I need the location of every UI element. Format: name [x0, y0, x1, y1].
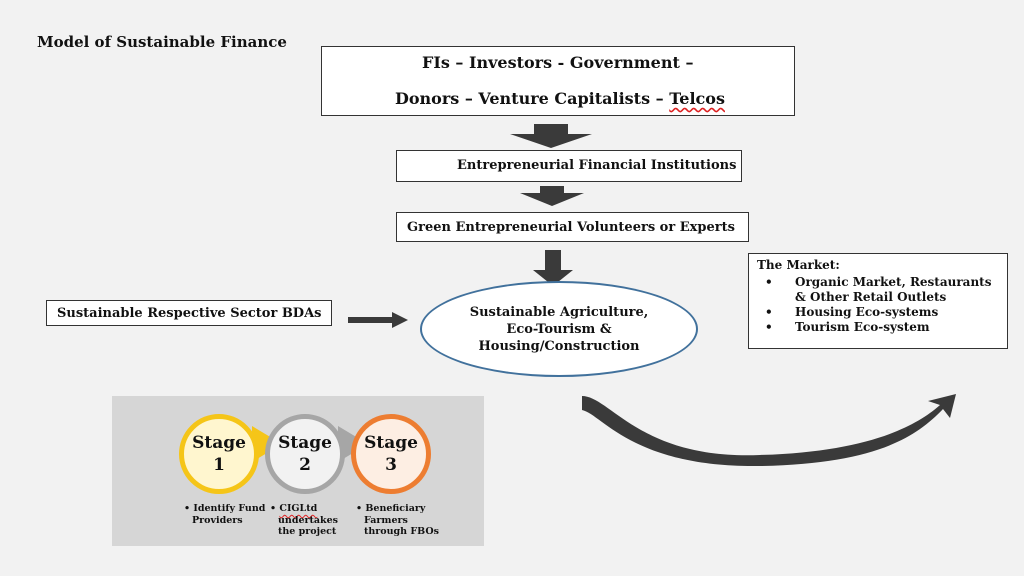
stage-2-note: • CIGLtd undertakes the project	[270, 503, 338, 538]
stage-1-label: Stage	[192, 433, 246, 453]
stage-1-circle: Stage 1	[179, 414, 259, 494]
page-title: Model of Sustainable Finance	[37, 33, 287, 51]
stage-3-note: • Beneficiary Farmers through FBOs	[356, 503, 439, 538]
bda-box: Sustainable Respective Sector BDAs	[46, 300, 332, 326]
stage-2-circle: Stage 2	[265, 414, 345, 494]
sectors-ellipse: Sustainable Agriculture, Eco-Tourism & H…	[420, 281, 698, 377]
stage-1-note-a: • Identify Fund	[184, 503, 266, 514]
volunteers-label: Green Entrepreneurial Volunteers or Expe…	[407, 220, 735, 235]
sectors-line-2: Eco-Tourism &	[506, 321, 612, 337]
stage-3-note-a: • Beneficiary	[356, 503, 426, 514]
stage-1-note-b: Providers	[192, 514, 243, 526]
market-box: The Market: Organic Market, Restaurants …	[748, 253, 1008, 349]
sectors-line-3: Housing/Construction	[478, 338, 640, 354]
stage-3-circle: Stage 3	[351, 414, 431, 494]
stage-3-number: 3	[385, 455, 397, 475]
market-list: Organic Market, Restaurants & Other Reta…	[757, 275, 999, 335]
stage-2-note-a: • CIGLtd	[270, 503, 318, 514]
funders-line-2: Donors – Venture Capitalists – Telcos	[395, 89, 725, 108]
efi-label: Entrepreneurial Financial Institutions	[457, 158, 737, 173]
stage-2-note-b: undertakes	[278, 514, 339, 526]
down-arrow-2	[520, 186, 584, 206]
stage-2-number: 2	[299, 455, 311, 475]
funders-line-2-text: Donors – Venture Capitalists –	[395, 89, 670, 108]
curved-market-arrow	[582, 394, 956, 467]
market-heading: The Market:	[757, 258, 840, 272]
efi-box: Entrepreneurial Financial Institutions	[396, 150, 742, 182]
stage-1-number: 1	[213, 455, 225, 475]
stage-1-note: • Identify Fund Providers	[184, 503, 265, 526]
cigltd-text: CIGLtd	[279, 503, 318, 514]
market-item-tourism: Tourism Eco-system	[757, 320, 999, 335]
market-item-organic: Organic Market, Restaurants & Other Reta…	[757, 275, 999, 305]
sectors-line-1: Sustainable Agriculture,	[469, 304, 649, 320]
funders-line-1: FIs – Investors - Government –	[422, 53, 694, 72]
down-arrow-3	[533, 250, 573, 286]
funders-box: FIs – Investors - Government – Donors – …	[321, 46, 795, 116]
stage-3-note-b: Farmers	[364, 514, 408, 526]
stage-2-note-c: the project	[278, 526, 337, 537]
stage-3-note-c: through FBOs	[364, 526, 439, 537]
volunteers-box: Green Entrepreneurial Volunteers or Expe…	[396, 212, 749, 242]
down-arrow-1	[510, 124, 592, 148]
telcos-text: Telcos	[669, 89, 725, 108]
stage-2-label: Stage	[278, 433, 332, 453]
stage-3-label: Stage	[364, 433, 418, 453]
market-item-housing: Housing Eco-systems	[757, 305, 999, 320]
stages-panel: Stage 1 Stage 2 Stage 3 • Identify Fund …	[112, 396, 484, 546]
right-arrow-bda	[348, 312, 408, 328]
bda-label: Sustainable Respective Sector BDAs	[57, 306, 322, 321]
